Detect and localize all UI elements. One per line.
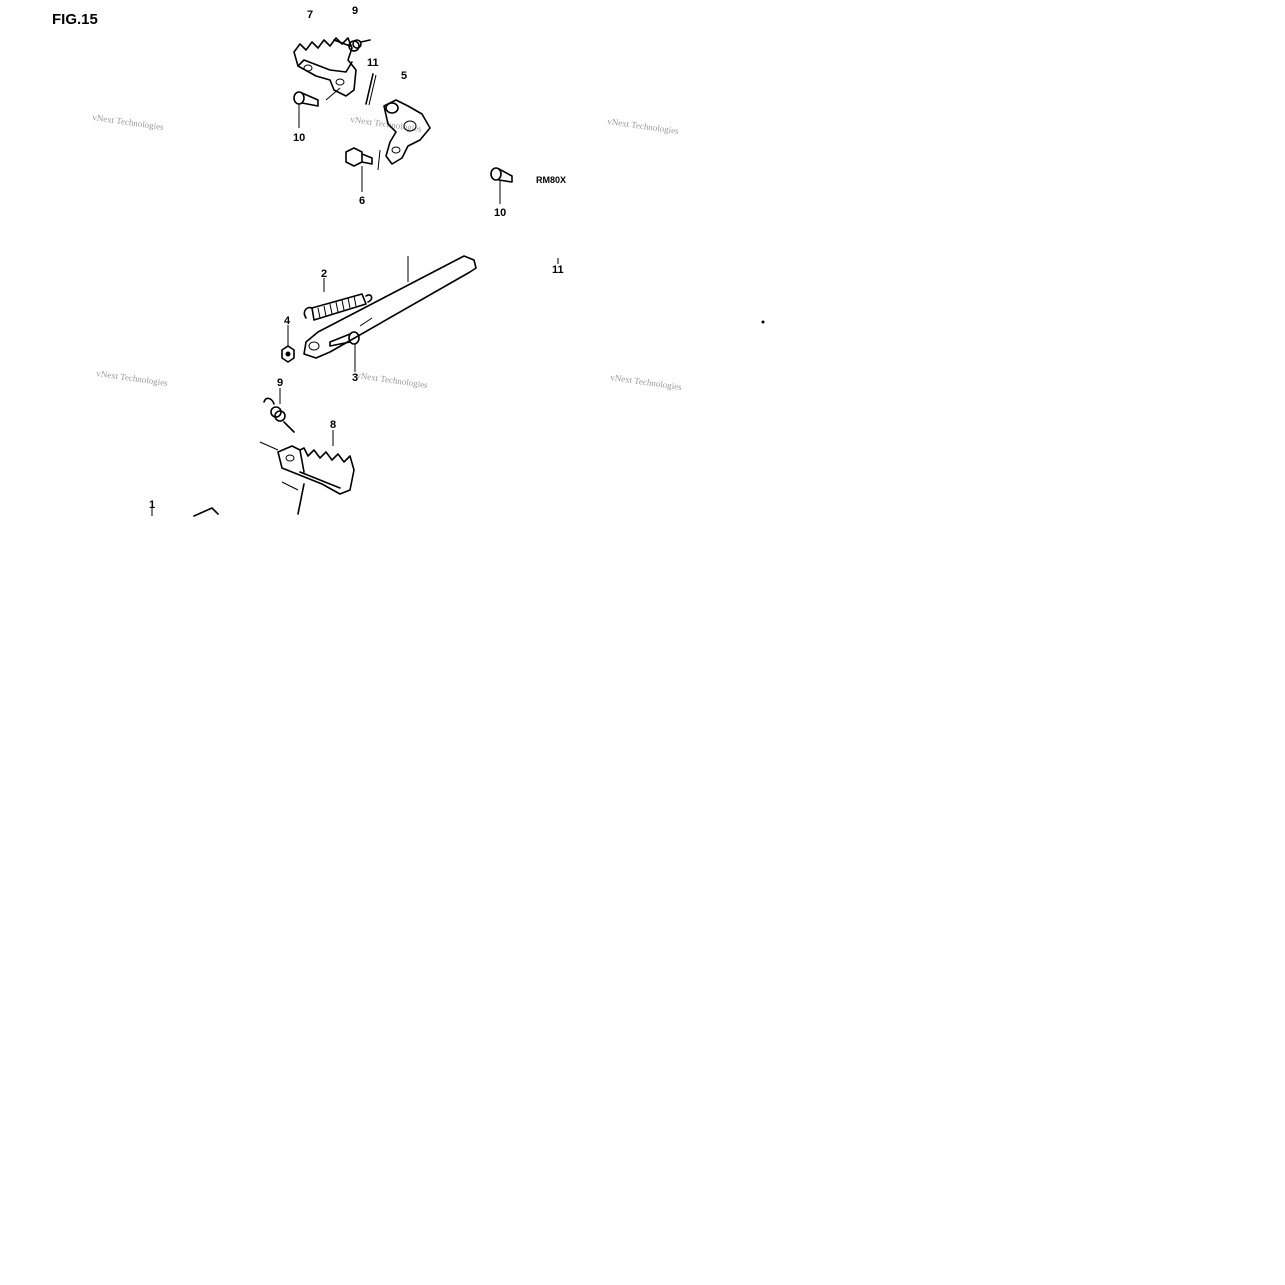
callout-10-left: 10: [293, 132, 305, 144]
callout-3: 3: [352, 372, 358, 384]
callout-1: 1: [149, 499, 155, 511]
footrest-lower-drawing: [259, 430, 355, 515]
callout-11-right: 11: [552, 264, 564, 276]
return-spring-drawing: [303, 278, 373, 321]
cotter-pin-upper-drawing: [365, 73, 377, 106]
callouts: 7 9 11 5 10 6 10 11 2 4 3 9 8 1: [149, 5, 564, 511]
watermark: vNext Technologies: [356, 370, 429, 390]
bracket-drawing: [377, 99, 431, 171]
footrest-upper-drawing: [293, 37, 357, 101]
bolt-drawing: [345, 147, 373, 192]
callout-6: 6: [359, 195, 365, 207]
callout-4: 4: [284, 315, 291, 327]
callout-2: 2: [321, 268, 327, 280]
spring-lower-drawing: [263, 388, 295, 433]
pin-left-drawing: [293, 91, 319, 128]
callout-9-upper: 9: [352, 5, 358, 17]
frame-fragment-drawing: [151, 507, 219, 517]
pin-right-drawing: [490, 167, 513, 204]
watermark: vNext Technologies: [92, 112, 165, 132]
callout-9-lower: 9: [277, 377, 283, 389]
spring-upper-drawing: [333, 39, 371, 52]
figure-title: FIG.15: [52, 11, 98, 28]
callout-10-right: 10: [494, 207, 506, 219]
callout-5: 5: [401, 70, 407, 82]
watermark: vNext Technologies: [96, 368, 169, 388]
callout-7: 7: [307, 9, 313, 21]
watermark: vNext Technologies: [610, 372, 683, 392]
model-code: RM80X: [536, 175, 566, 185]
callout-8: 8: [330, 419, 336, 431]
nut-drawing: [281, 325, 295, 363]
stray-dot: [761, 320, 765, 324]
side-stand-drawing: [303, 255, 477, 359]
callout-11-upper: 11: [367, 57, 379, 69]
watermark: vNext Technologies: [607, 116, 680, 136]
pivot-bolt-drawing: [329, 331, 360, 372]
